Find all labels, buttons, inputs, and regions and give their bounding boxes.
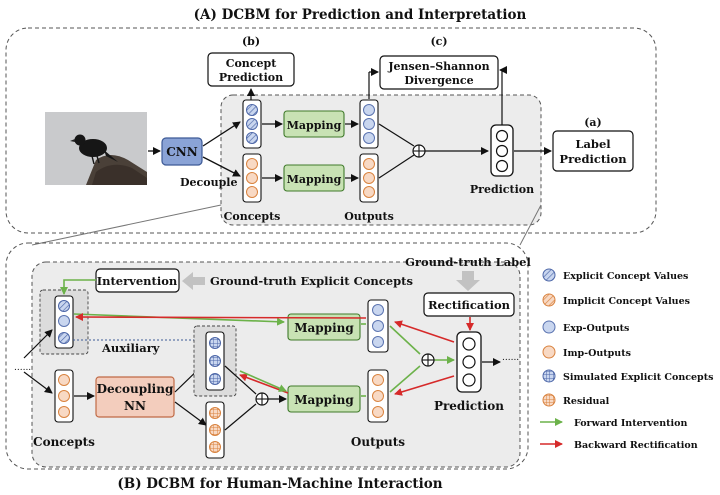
bottom-sum-node-right <box>421 353 435 367</box>
top-explicit-concepts <box>242 99 262 149</box>
forward-simulated-to-mapping <box>239 370 287 392</box>
decoupling-nn-box <box>95 376 175 418</box>
decouple-label: Decouple <box>180 176 237 189</box>
arrow-input-explicit <box>23 329 53 359</box>
arrow-decoupling-residual <box>174 401 207 426</box>
simulated-explicit-concepts <box>205 331 225 391</box>
cnn-label: CNN <box>166 145 198 159</box>
bottom-mapping-explicit-label: Mapping <box>294 321 354 335</box>
legend: Explicit Concept Values Implicit Concept… <box>540 268 713 451</box>
rectification-box <box>423 292 515 317</box>
label-prediction-line1: Label <box>575 137 611 151</box>
tag-a: (a) <box>584 116 602 129</box>
top-mapping-implicit <box>283 164 345 192</box>
jsd-line1: Jensen–Shannon <box>387 60 489 73</box>
legend-item-exp-outputs: Exp-Outputs <box>563 323 629 334</box>
gt-explicit-label: Ground-truth Explicit Concepts <box>210 274 413 288</box>
top-sum-node <box>412 144 426 158</box>
zoom-line-left <box>31 204 222 246</box>
legend-item-residual: Residual <box>563 396 610 407</box>
title-b: (B) DCBM for Human-Machine Interaction <box>117 476 442 492</box>
legend-item-simulated: Simulated Explicit Concepts <box>563 372 713 383</box>
decoupling-nn-line2: NN <box>124 399 146 413</box>
concept-prediction-line1: Concept <box>226 57 277 70</box>
line-imp-to-sum <box>378 154 415 179</box>
bottom-prediction-node <box>456 331 482 393</box>
bottom-concepts-label: Concepts <box>33 435 95 449</box>
legend-swatch-residual <box>542 393 556 407</box>
legend-swatch-explicit <box>542 268 556 282</box>
zoom-line-right <box>519 204 542 246</box>
residual-concepts <box>205 401 225 459</box>
title-a: (A) DCBM for Prediction and Interpretati… <box>194 7 527 23</box>
top-imp-outputs <box>359 153 379 203</box>
legend-item-implicit: Implicit Concept Values <box>563 296 690 307</box>
legend-swatch-simulated <box>542 369 556 383</box>
arrow-input-implicit <box>23 371 53 394</box>
gt-label-label: Ground-truth Label <box>405 255 531 269</box>
intervention-label: Intervention <box>97 274 178 288</box>
bottom-imp-outputs <box>367 369 389 423</box>
tag-b: (b) <box>242 35 260 48</box>
bottom-mapping-explicit <box>287 313 361 341</box>
jsd-box <box>379 55 499 90</box>
top-outputs-label: Outputs <box>344 210 394 223</box>
panel-b <box>5 242 529 470</box>
backward-to-exp <box>394 320 455 343</box>
concept-prediction-box <box>207 52 295 87</box>
auxiliary-label: Auxiliary <box>101 341 160 355</box>
legend-item-imp-outputs: Imp-Outputs <box>563 348 631 359</box>
gt-label-arrow <box>456 271 480 291</box>
top-prediction-label: Prediction <box>470 183 534 196</box>
arrow-cnn-explicit <box>202 121 241 147</box>
forward-intervention-path-top <box>60 279 96 295</box>
jsd-line2: Divergence <box>404 74 473 87</box>
backward-to-explicit-concepts <box>75 313 367 322</box>
bottom-outputs-label: Outputs <box>351 435 405 449</box>
backward-to-imp <box>394 375 455 396</box>
tag-c: (c) <box>430 35 447 48</box>
top-mapping-explicit <box>283 110 345 138</box>
bird-image <box>45 112 147 185</box>
top-mapping-implicit-label: Mapping <box>287 173 342 186</box>
line-exp-to-sum <box>378 123 415 147</box>
bottom-mapping-implicit <box>287 385 361 413</box>
decoupling-nn-line1: Decoupling <box>97 382 174 396</box>
bottom-explicit-concepts <box>54 295 74 349</box>
bottom-output-dots: ...... <box>502 353 519 363</box>
forward-exp-to-sum <box>389 325 421 355</box>
bottom-prediction-label: Prediction <box>434 399 504 413</box>
label-prediction-box <box>552 130 634 172</box>
legend-swatch-exp-outputs <box>542 320 556 334</box>
panel-a <box>5 27 657 234</box>
legend-item-backward: Backward Rectification <box>574 440 698 451</box>
bottom-input-dots: ...... <box>14 363 31 373</box>
top-exp-outputs <box>359 99 379 149</box>
top-implicit-concepts <box>242 153 262 203</box>
cnn-block <box>161 137 203 166</box>
legend-item-explicit: Explicit Concept Values <box>563 271 688 282</box>
top-concepts-label: Concepts <box>224 210 281 223</box>
gt-explicit-arrow <box>182 272 205 290</box>
top-prediction-node <box>490 124 514 177</box>
bottom-mapping-implicit-label: Mapping <box>294 393 354 407</box>
legend-item-forward: Forward Intervention <box>574 418 687 429</box>
bottom-sum-node-left <box>255 392 269 406</box>
top-mapping-explicit-label: Mapping <box>287 119 342 132</box>
rectification-label: Rectification <box>428 298 511 312</box>
bottom-implicit-concepts <box>54 369 74 423</box>
legend-swatch-implicit <box>542 293 556 307</box>
forward-imp-to-sum <box>389 365 421 393</box>
line-res-to-sum <box>224 403 257 431</box>
legend-swatch-imp-outputs <box>542 345 556 359</box>
label-prediction-line2: Prediction <box>559 152 627 166</box>
bottom-exp-outputs <box>367 299 389 353</box>
arrow-cnn-implicit <box>202 156 241 177</box>
concept-prediction-line2: Prediction <box>219 71 283 84</box>
